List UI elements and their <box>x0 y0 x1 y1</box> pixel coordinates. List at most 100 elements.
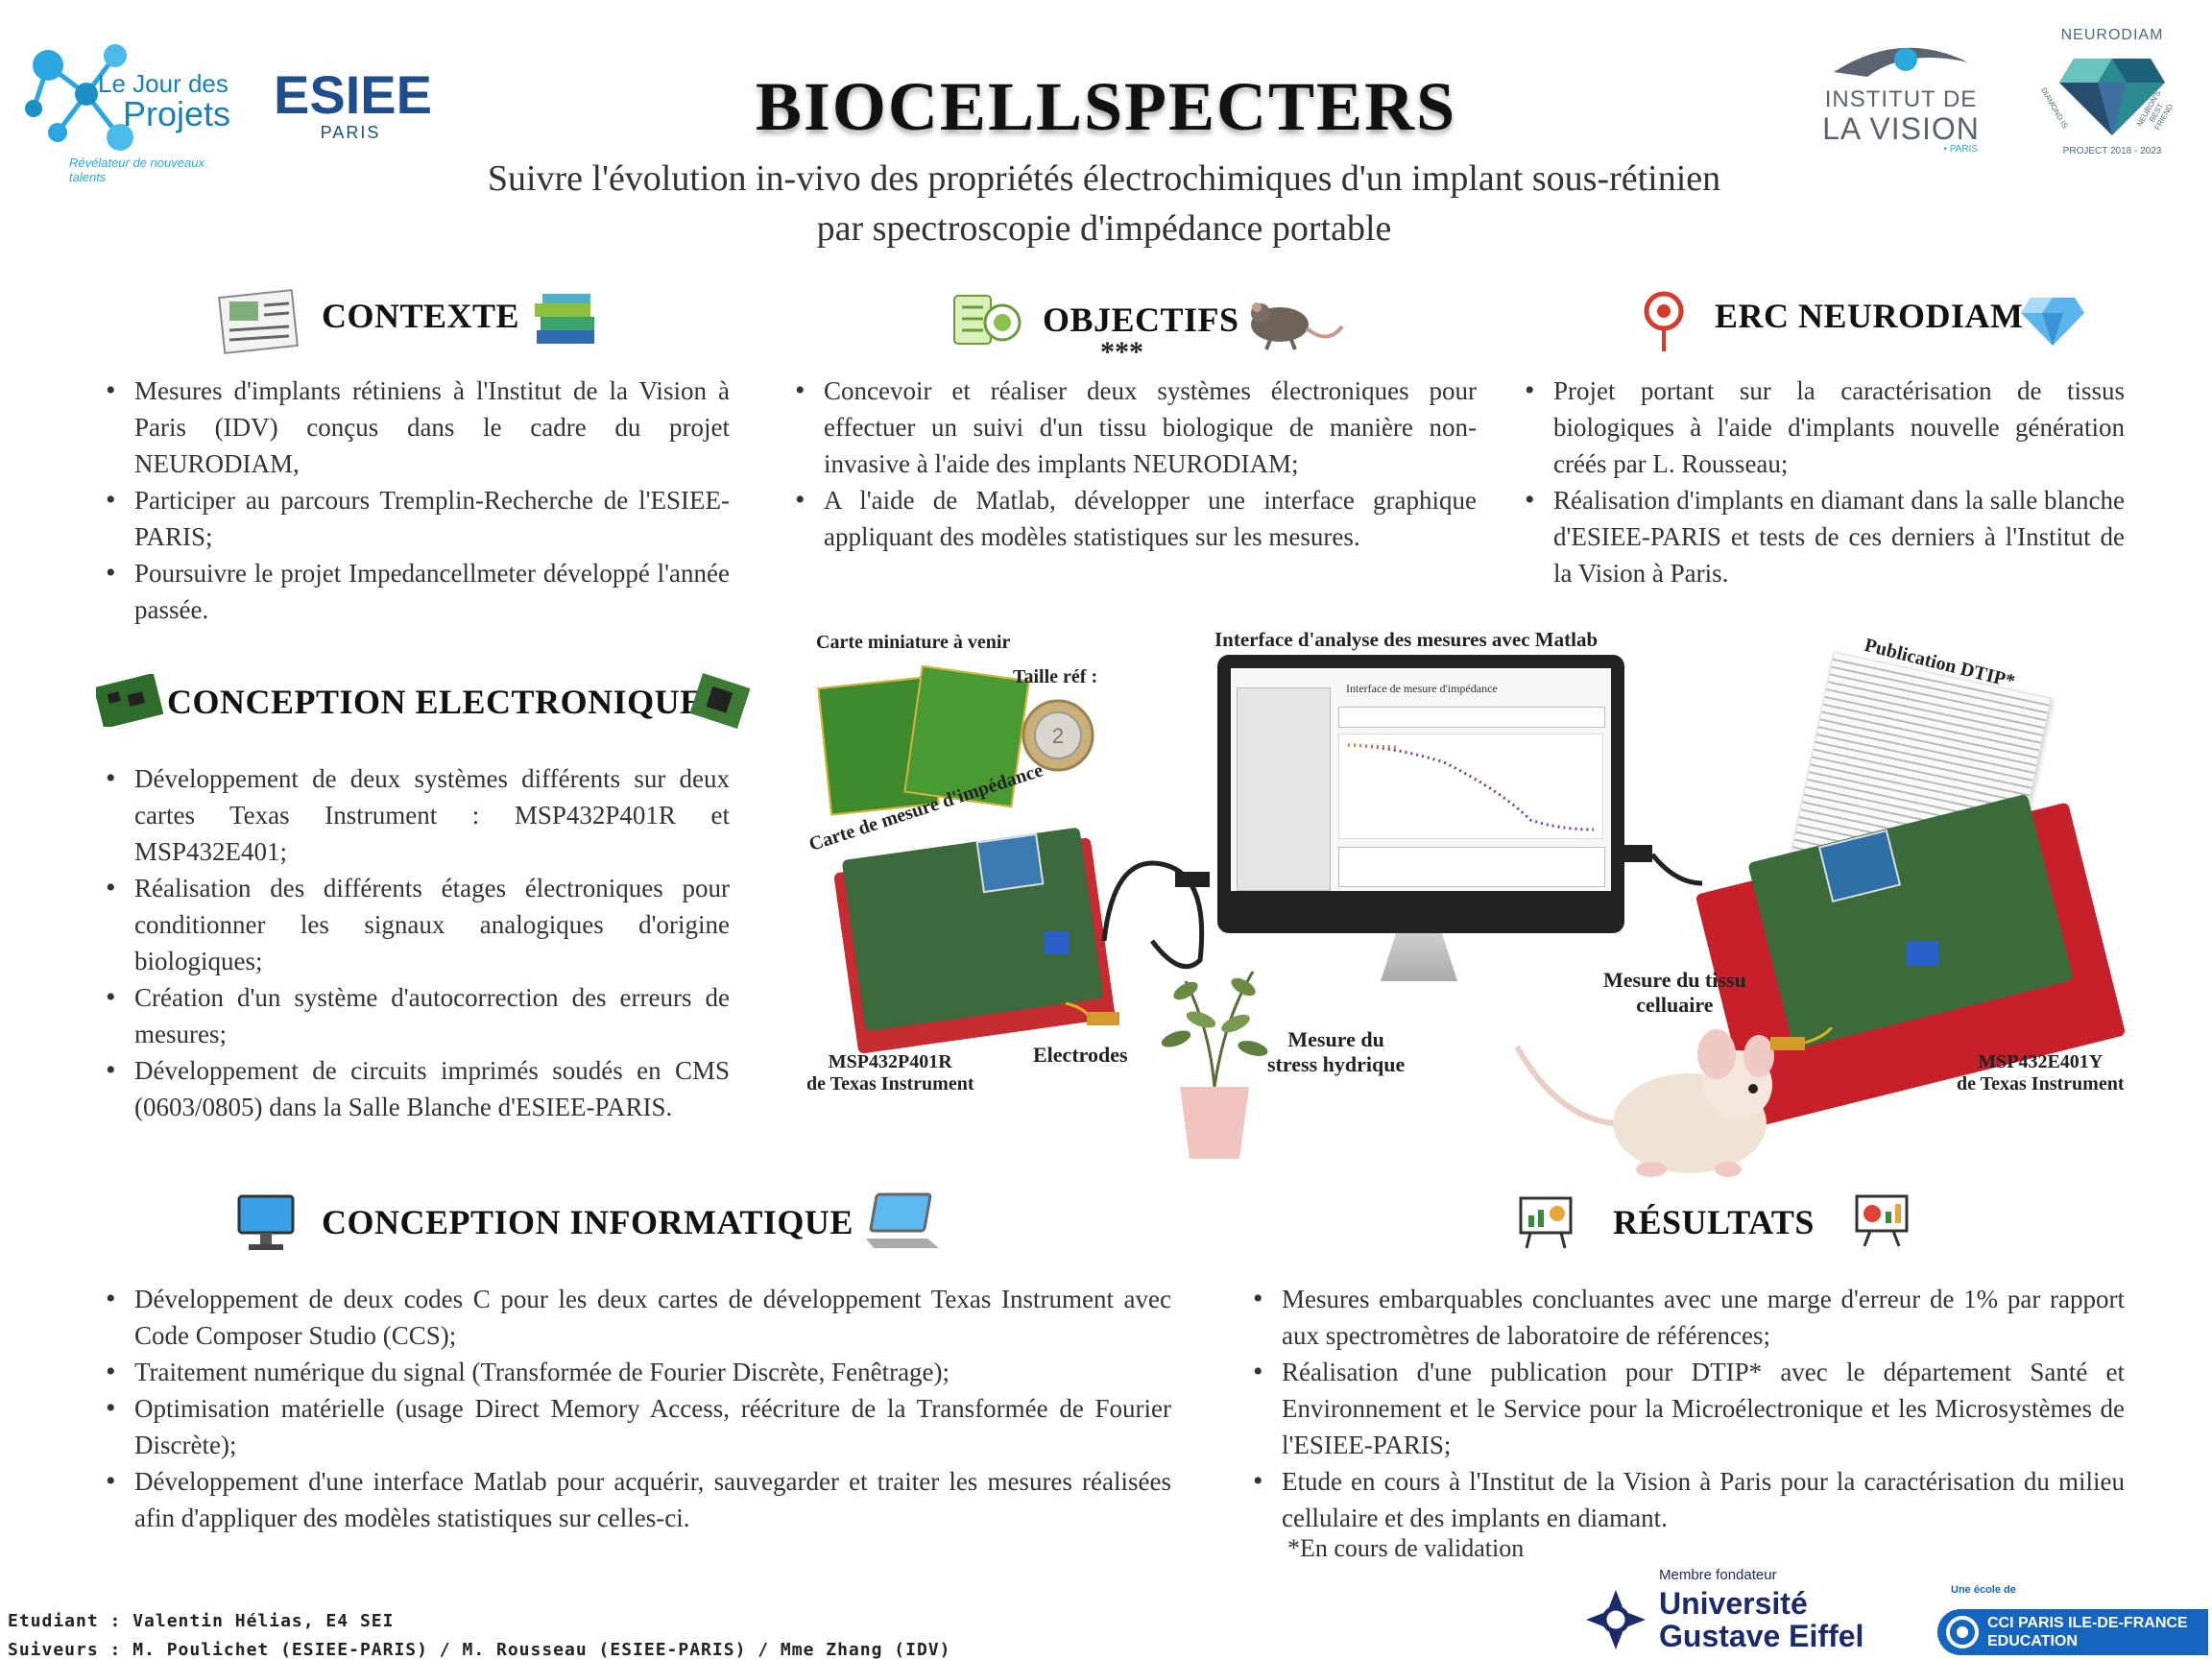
jour-line2: Projets <box>123 94 231 133</box>
logo-esiee: ESIEE PARIS <box>274 64 432 144</box>
location-pin-icon <box>1644 291 1684 351</box>
msp-right-label: MSP432E401Y de Texas Instrument <box>1957 1051 2124 1095</box>
objectifs-stars: *** <box>1100 336 1143 368</box>
msp-right-line2: de Texas Instrument <box>1957 1073 2125 1095</box>
idv-line2: LA VISION <box>1822 111 1980 146</box>
monitor-stand <box>1381 933 1457 981</box>
informatique-bullet-4: Développement d'une interface Matlab pou… <box>106 1463 1171 1536</box>
impedance-board-shield <box>841 827 1104 1032</box>
ugeiffel-member: Membre fondateur <box>1659 1567 1777 1583</box>
newspaper-icon <box>218 289 299 354</box>
contexte-title: CONTEXTE <box>322 297 520 335</box>
plant-icon <box>1161 971 1268 1159</box>
electronique-bullet-4: Développement de circuits imprimés soudé… <box>106 1052 730 1125</box>
electrode-left <box>1066 1001 1119 1025</box>
neurodiam-diamond-icon <box>2059 59 2165 135</box>
tissu-line2: celluaire <box>1636 993 1714 1017</box>
informatique-bullet-2: Traitement numérique du signal (Transfor… <box>106 1354 1171 1390</box>
ugeiffel-line1: Université <box>1659 1586 1808 1621</box>
stress-label: Mesure du stress hydrique <box>1267 1027 1405 1077</box>
msp-left-line1: MSP432P401R <box>828 1051 952 1072</box>
ugeiffel-line2: Gustave Eiffel <box>1659 1619 1864 1653</box>
erc-title: ERC NEURODIAM <box>1715 297 2024 335</box>
informatique-list: Développement de deux codes C pour les d… <box>106 1281 1171 1536</box>
ugeiffel-emblem-icon <box>1586 1590 1646 1649</box>
monitor-screen: Interface de mesure d'impédance <box>1231 668 1611 891</box>
mouse-icon <box>1514 1029 1774 1177</box>
informatique-bullet-3: Optimisation matérielle (usage Direct Me… <box>106 1390 1171 1463</box>
circuit-board-icon <box>96 674 163 727</box>
chip-icon <box>689 673 751 729</box>
electronique-bullet-2: Réalisation des différents étages électr… <box>106 870 730 979</box>
resultats-bullet-1: Mesures embarquables concluantes avec un… <box>1253 1281 2125 1354</box>
erc-list: Projet portant sur la caractérisation de… <box>1525 373 2125 591</box>
electrode-right <box>1770 1027 1834 1050</box>
app-left-panel <box>1237 687 1331 891</box>
desktop-monitor-icon <box>237 1194 295 1250</box>
molecule-icon <box>25 44 133 151</box>
informatique-bullet-1: Développement de deux codes C pour les d… <box>106 1281 1171 1354</box>
cci-line1: CCI PARIS ILE-DE-FRANCE <box>1987 1615 2188 1631</box>
msp-left-line2: de Texas Instrument <box>806 1073 974 1095</box>
logo-cci: Une école de CCI PARIS ILE-DE-FRANCE EDU… <box>1937 1584 2208 1655</box>
electrodes-label: Electrodes <box>1033 1043 1128 1067</box>
subtitle-line1: Suivre l'évolution in-vivo des propriété… <box>487 158 1721 199</box>
jour-line1: Le Jour des <box>98 69 228 98</box>
terminal-block-left <box>1045 931 1070 954</box>
laptop-icon <box>866 1192 939 1248</box>
electronique-title: CONCEPTION ELECTRONIQUE <box>167 683 704 721</box>
neurodiam-name: NEURODIAM <box>2060 27 2164 43</box>
objectifs-list: Concevoir et réaliser deux systèmes élec… <box>795 373 1477 555</box>
electronique-bullet-3: Création d'un système d'autocorrection d… <box>106 979 730 1052</box>
erc-bullet-2: Réalisation d'implants en diamant dans l… <box>1525 482 2125 591</box>
usb-cable-left <box>1101 860 1210 970</box>
poster-subtitle: Suivre l'évolution in-vivo des propriété… <box>288 154 1920 253</box>
footer-suiveurs: Suiveurs : M. Poulichet (ESIEE-PARIS) / … <box>8 1640 951 1660</box>
logo-neurodiam: NEURODIAM PROJECT 2018 - 2023 DIAMOND IS… <box>2039 27 2179 180</box>
monitor: Interface de mesure d'impédance <box>1217 655 1624 933</box>
checklist-target-icon <box>953 295 1022 345</box>
resultats-list: Mesures embarquables concluantes avec un… <box>1253 1281 2125 1536</box>
eye-icon <box>1834 47 1968 77</box>
tissu-line1: Mesure du tissu <box>1603 968 1746 992</box>
chart-board-icon <box>1519 1196 1573 1249</box>
stress-line1: Mesure du <box>1287 1027 1384 1051</box>
logo-institut-vision: INSTITUT DE LA VISION • PARIS <box>1795 38 2007 163</box>
logo-gustave-eiffel: Membre fondateur Université Gustave Eiff… <box>1582 1567 1889 1655</box>
objectifs-bullet-2: A l'aide de Matlab, développer une inter… <box>795 482 1477 555</box>
carte-miniature-label: Carte miniature à venir <box>816 632 1011 653</box>
cci-badge: CCI PARIS ILE-DE-FRANCE EDUCATION <box>1937 1609 2208 1655</box>
app-title: Interface de mesure d'impédance <box>1346 682 1498 695</box>
contexte-list: Mesures d'implants rétiniens à l'Institu… <box>106 373 730 628</box>
stress-line2: stress hydrique <box>1267 1052 1406 1076</box>
idv-city: • PARIS <box>1943 144 1978 155</box>
poster-title: BIOCELLSPECTERS <box>755 68 1457 145</box>
presentation-icon <box>1855 1194 1909 1247</box>
app-plot <box>1338 734 1603 839</box>
objectifs-title: OBJECTIFS <box>1043 301 1239 339</box>
app-plot-2 <box>1338 847 1605 887</box>
cci-emblem-icon <box>1946 1616 1979 1648</box>
contexte-bullet-3: Poursuivre le projet Impedancellmeter dé… <box>106 555 730 628</box>
board-module <box>975 832 1045 894</box>
contexte-bullet-2: Participer au parcours Tremplin-Recherch… <box>106 482 730 555</box>
resultats-title: RÉSULTATS <box>1613 1203 1815 1241</box>
resultats-note: *En cours de validation <box>1287 1534 1525 1562</box>
coin-icon: 2 <box>1022 699 1094 772</box>
diamond-icon <box>2021 298 2084 346</box>
books-icon <box>535 294 594 344</box>
terminal-block-right <box>1906 941 1938 966</box>
msp-right-line1: MSP432E401Y <box>1978 1051 2104 1072</box>
jour-tagline: Révélateur de nouveaux talents <box>69 156 204 184</box>
tissu-label: Mesure du tissu celluaire <box>1603 968 1746 1018</box>
subtitle-line2: par spectroscopie d'impédance portable <box>816 208 1392 249</box>
usb-cable-right <box>1618 845 1703 886</box>
esiee-name: ESIEE <box>274 64 432 125</box>
idv-line1: INSTITUT DE <box>1824 86 1978 112</box>
contexte-bullet-1: Mesures d'implants rétiniens à l'Institu… <box>106 373 730 482</box>
footer-etudiant: Etudiant : Valentin Hélias, E4 SEI <box>8 1611 395 1631</box>
rat-icon <box>1251 302 1344 350</box>
cci-line2: EDUCATION <box>1987 1633 2078 1649</box>
erc-bullet-1: Projet portant sur la caractérisation de… <box>1525 373 2125 482</box>
resultats-bullet-3: Etude en cours à l'Institut de la Vision… <box>1253 1463 2125 1536</box>
